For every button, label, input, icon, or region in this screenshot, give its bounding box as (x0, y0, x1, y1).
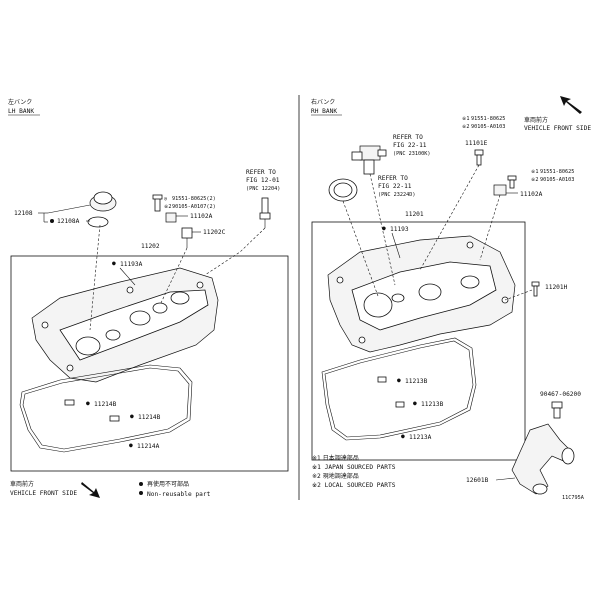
part-11214B-b: 11214B (138, 414, 161, 421)
legend-local-en: ※2 LOCAL SOURCED PARTS (312, 482, 396, 489)
legend-local-jp: ※2 現地調達部品 (312, 472, 359, 480)
rh-vehicle-front-en: VEHICLE FRONT SIDE (524, 125, 591, 132)
svg-text:◎: ◎ (164, 196, 168, 202)
valve-part (351, 145, 387, 175)
sensor-part (259, 197, 271, 228)
svg-text:※1: ※1 (462, 116, 469, 122)
svg-text:●: ● (130, 413, 134, 420)
part-11202C: 11202C (203, 229, 226, 236)
part-12108A: 12108A (57, 218, 80, 225)
legend-japan-jp: ※1 日本調達部品 (312, 454, 359, 462)
bullet-icon (139, 482, 143, 486)
arrow-icon (81, 482, 100, 498)
svg-text:※2: ※2 (164, 204, 171, 210)
part-11201H: 11201H (545, 284, 568, 291)
lh-bank-jp: 左バンク (8, 98, 32, 106)
svg-text:※1: ※1 (531, 169, 538, 175)
rh-cover-box (311, 221, 526, 461)
lh-bank-en: LH BANK (8, 108, 34, 115)
part-11214B-a: 11214B (94, 401, 117, 408)
rh-gasket (321, 337, 477, 441)
rh-refer2-line1: REFER TO (378, 175, 408, 182)
part-11201: 11201 (405, 211, 424, 218)
rh-refer2-line3: (PNC 23224D) (378, 192, 415, 198)
rh-refer1-line1: REFER TO (393, 134, 423, 141)
ring-gasket (328, 178, 358, 202)
rh-top-pnc1: 91551-80625 (471, 116, 505, 122)
lh-vehicle-front-jp: 車両前方 (10, 480, 34, 488)
svg-text:●: ● (397, 377, 401, 384)
svg-text:※2: ※2 (531, 177, 538, 183)
rh-vehicle-front-jp: 車両前方 (524, 116, 548, 124)
part-11193: 11193 (390, 226, 409, 233)
arrow-icon (560, 96, 582, 114)
legend-nonreuse-en: Non-reusable part (147, 491, 211, 498)
lh-vehicle-front-en: VEHICLE FRONT SIDE (10, 490, 77, 497)
bolt-part (152, 194, 163, 212)
part-12601B: 12601B (466, 477, 489, 484)
lh-refer-line1: REFER TO (246, 169, 276, 176)
svg-text:●: ● (413, 400, 417, 407)
part-11213B-a: 11213B (405, 378, 428, 385)
part-11214A: 11214A (137, 443, 160, 450)
rh-refer1-line3: (PNC 23100K) (393, 151, 430, 157)
lh-bolt-pnc1: 91551-80625(2) (172, 196, 216, 202)
part-11202: 11202 (141, 243, 160, 250)
legend-japan-en: ※1 JAPAN SOURCED PARTS (312, 464, 396, 471)
rh-refer1-line2: FIG 22-11 (393, 142, 427, 149)
part-12108: 12108 (14, 210, 33, 217)
rh-bank-jp: 右バンク (311, 98, 335, 106)
lh-cover-box (10, 255, 289, 472)
legend-nonreuse-jp: 再使用不可部品 (147, 480, 189, 488)
small-bolts (64, 399, 120, 422)
svg-text:●: ● (401, 433, 405, 440)
lh-bolt-pnc2: 90105-A0107(2) (172, 204, 216, 210)
part-11213A: 11213A (409, 434, 432, 441)
svg-text:※2: ※2 (462, 124, 469, 130)
vvt-sensor (165, 212, 193, 248)
bolt-11201H (531, 281, 540, 297)
rh-small-bolts (377, 376, 405, 408)
rh-head-cover (327, 235, 516, 353)
lh-gasket (19, 364, 193, 453)
top-bolt (474, 149, 484, 166)
part-11102A-rh: 11102A (520, 191, 543, 198)
part-11101E: 11101E (465, 140, 488, 147)
rh-bank-en: RH BANK (311, 108, 337, 115)
rh-mid-pnc1: 91551-80625 (540, 169, 574, 175)
lh-refer-line2: FIG 12-01 (246, 177, 280, 184)
part-11102A: 11102A (190, 213, 213, 220)
svg-text:●: ● (129, 442, 133, 449)
figure-code: 11C795A (562, 495, 585, 501)
part-90467: 90467-06200 (540, 391, 581, 398)
lh-head-cover (31, 267, 219, 383)
rh-refer2-line2: FIG 22-11 (378, 183, 412, 190)
svg-text:●: ● (86, 400, 90, 407)
svg-text:●: ● (382, 225, 386, 232)
lh-refer-line3: (PNC 12204) (246, 186, 280, 192)
svg-text:●: ● (112, 260, 116, 267)
rh-top-pnc2: 90105-A0103 (471, 124, 505, 130)
oil-cap (87, 191, 117, 228)
part-11213B-b: 11213B (421, 401, 444, 408)
mid-bolt (493, 175, 517, 196)
rh-mid-pnc2: 90105-A0103 (540, 177, 574, 183)
part-11193A: 11193A (120, 261, 143, 268)
hose-part (511, 401, 575, 495)
